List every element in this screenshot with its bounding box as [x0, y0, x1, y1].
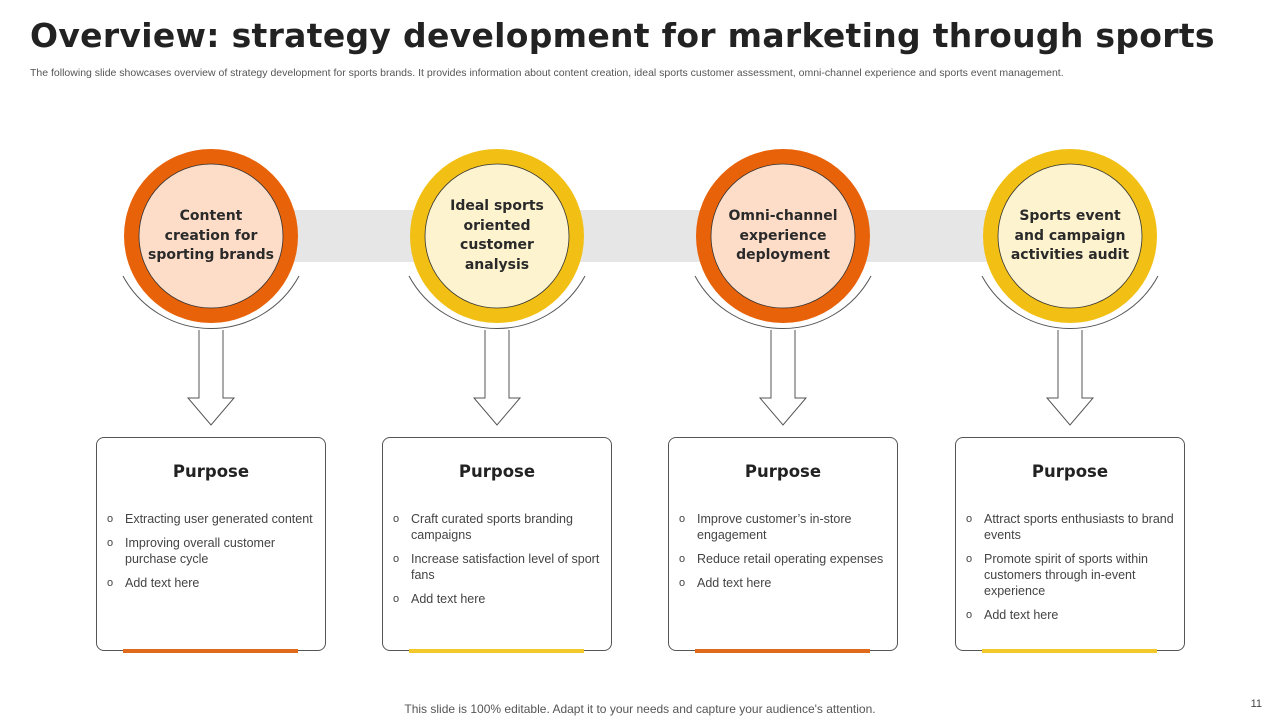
- purpose-title: Purpose: [172, 462, 250, 481]
- purpose-card: PurposeCraft curated sports branding cam…: [382, 437, 612, 651]
- purpose-title: Purpose: [744, 462, 822, 481]
- purpose-bullet: Add text here: [966, 607, 1174, 623]
- purpose-bullet: Increase satisfaction level of sport fan…: [393, 551, 601, 583]
- purpose-bullet: Extracting user generated content: [107, 511, 315, 527]
- purpose-bullet: Promote spirit of sports within customer…: [966, 551, 1174, 599]
- step-circle: [997, 163, 1143, 309]
- step-circle: [424, 163, 570, 309]
- purpose-card: PurposeAttract sports enthusiasts to bra…: [955, 437, 1185, 651]
- purpose-bullet: Add text here: [679, 575, 887, 591]
- connector-band: [211, 210, 1070, 262]
- step-label: Omni-channel experience deployment: [728, 207, 838, 263]
- down-arrow-icon: [186, 330, 236, 426]
- purpose-list: Attract sports enthusiasts to brand even…: [966, 511, 1184, 623]
- purpose-list: Improve customer’s in-store engagementRe…: [679, 511, 897, 591]
- page-title: Overview: strategy development for marke…: [30, 16, 1215, 55]
- step-label: Ideal sports oriented customer analysis: [450, 198, 544, 273]
- step-circle: [710, 163, 856, 309]
- card-accent-bar: [123, 649, 298, 653]
- purpose-title: Purpose: [458, 462, 536, 481]
- down-arrow-icon: [1045, 330, 1095, 426]
- purpose-bullet: Add text here: [393, 591, 601, 607]
- card-accent-bar: [695, 649, 870, 653]
- arc-decoration: [694, 275, 872, 330]
- card-accent-bar: [409, 649, 584, 653]
- purpose-bullet: Reduce retail operating expenses: [679, 551, 887, 567]
- arc-decoration: [122, 275, 300, 330]
- purpose-bullet: Improving overall customer purchase cycl…: [107, 535, 315, 567]
- step-label: Content creation for sporting brands: [148, 207, 274, 263]
- footer-note: This slide is 100% editable. Adapt it to…: [404, 702, 876, 716]
- page-number: 11: [1250, 698, 1262, 710]
- purpose-title: Purpose: [1031, 462, 1109, 481]
- purpose-bullet: Craft curated sports branding campaigns: [393, 511, 601, 543]
- purpose-list: Extracting user generated contentImprovi…: [107, 511, 325, 591]
- purpose-card: PurposeExtracting user generated content…: [96, 437, 326, 651]
- purpose-card: PurposeImprove customer’s in-store engag…: [668, 437, 898, 651]
- purpose-bullet: Attract sports enthusiasts to brand even…: [966, 511, 1174, 543]
- page-subtitle: The following slide showcases overview o…: [30, 67, 1064, 79]
- down-arrow-icon: [758, 330, 808, 426]
- down-arrow-icon: [472, 330, 522, 426]
- arc-decoration: [981, 275, 1159, 330]
- purpose-bullet: Improve customer’s in-store engagement: [679, 511, 887, 543]
- card-accent-bar: [982, 649, 1157, 653]
- step-circle: [138, 163, 284, 309]
- purpose-list: Craft curated sports branding campaignsI…: [393, 511, 611, 607]
- step-label: Sports event and campaign activities aud…: [1010, 207, 1130, 263]
- purpose-bullet: Add text here: [107, 575, 315, 591]
- arc-decoration: [408, 275, 586, 330]
